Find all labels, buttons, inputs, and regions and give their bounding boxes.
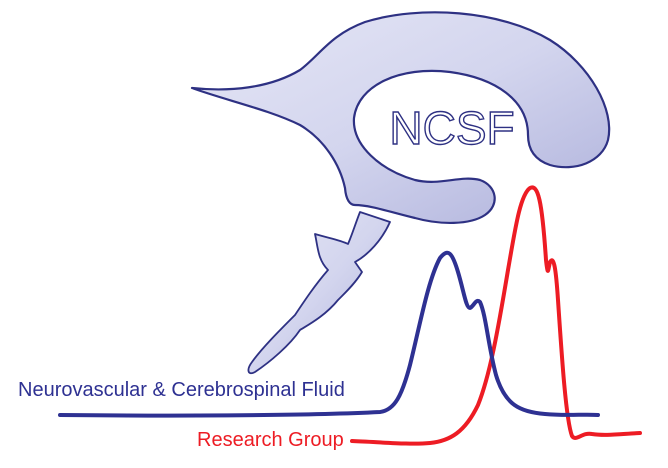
red-wave-line	[350, 185, 642, 446]
ventricle-shape	[190, 11, 611, 225]
group-name-line-1: Neurovascular & Cerebrospinal Fluid	[18, 379, 345, 401]
aqueduct-shape	[247, 211, 391, 375]
blue-wave-line	[58, 250, 600, 418]
ncsf-wordmark: NCSF	[389, 102, 514, 154]
group-name-line-2: Research Group	[197, 429, 344, 451]
